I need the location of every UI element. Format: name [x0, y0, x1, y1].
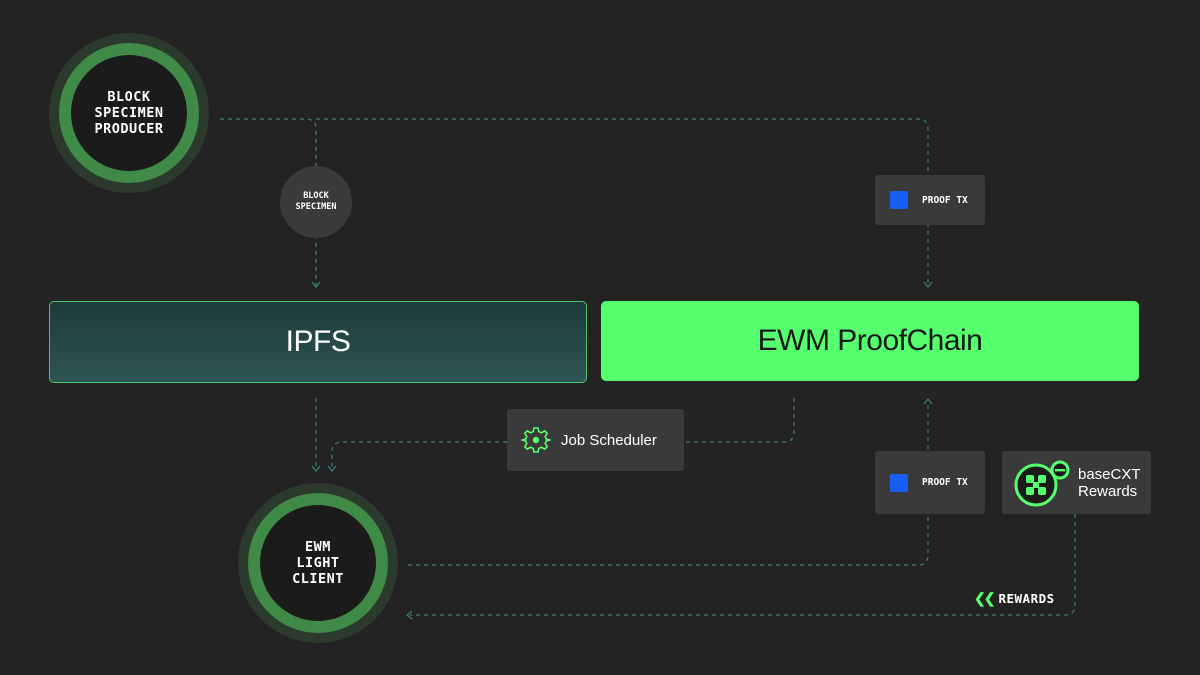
arrowhead-client-a	[311, 465, 321, 472]
node-core: BLOCK SPECIMEN PRODUCER	[71, 55, 187, 171]
block-specimen-producer-label: BLOCK SPECIMEN PRODUCER	[94, 89, 164, 137]
proof-tx-square-icon	[890, 191, 908, 209]
arrowhead-ipfs	[311, 281, 321, 288]
proof-tx-top-label: PROOF TX	[922, 194, 968, 206]
block-specimen-badge: BLOCK SPECIMEN	[280, 166, 352, 238]
arrowhead-client-b	[327, 465, 337, 472]
ipfs-label: IPFS	[285, 325, 351, 358]
proof-tx-top: PROOF TX	[875, 175, 985, 225]
ewm-light-client-node: EWM LIGHT CLIENT	[238, 483, 398, 643]
ewm-proofchain-bar: EWM ProofChain	[601, 301, 1139, 381]
proof-tx-bottom: PROOF TX	[875, 451, 985, 514]
rewards-arrow-label: ❮❮ REWARDS	[974, 590, 1055, 607]
gear-icon	[521, 427, 551, 453]
wire-proofchain-to-scheduler	[684, 398, 795, 443]
arrowhead-rewards	[406, 610, 413, 620]
double-chevron-left-icon: ❮❮	[974, 590, 996, 606]
ewm-light-client-label: EWM LIGHT CLIENT	[292, 539, 344, 587]
block-specimen-label: BLOCK SPECIMEN	[295, 191, 337, 212]
job-scheduler-label: Job Scheduler	[561, 431, 657, 449]
proof-tx-bottom-label: PROOF TX	[922, 477, 968, 488]
job-scheduler-box: Job Scheduler	[507, 409, 684, 471]
proof-tx-square-icon	[890, 473, 908, 492]
wire-producer-to-proofchain	[316, 118, 929, 286]
wire-rewards-to-client	[410, 514, 1076, 616]
ewm-proofchain-label: EWM ProofChain	[757, 324, 983, 357]
basecxt-rewards-box: baseCXT Rewards	[1002, 451, 1151, 514]
arrowhead-proofchain	[923, 281, 933, 288]
node-core: EWM LIGHT CLIENT	[260, 505, 376, 621]
basecxt-logo-icon	[1014, 460, 1070, 506]
arrowhead-proofchain-up	[923, 398, 933, 405]
wire-scheduler-to-client	[331, 441, 507, 470]
ipfs-bar: IPFS	[49, 301, 587, 383]
block-specimen-producer-node: BLOCK SPECIMEN PRODUCER	[49, 33, 209, 193]
rewards-label: REWARDS	[998, 591, 1055, 606]
basecxt-rewards-label: baseCXT Rewards	[1078, 465, 1141, 500]
